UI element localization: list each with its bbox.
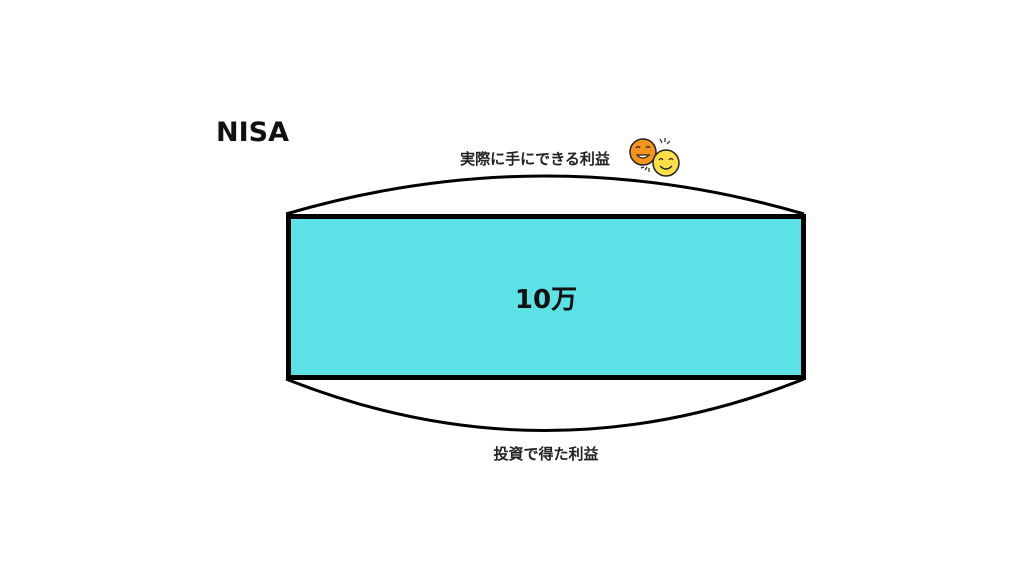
bottom-brace-arc xyxy=(285,377,805,432)
bottom-brace-label: 投資で得た利益 xyxy=(493,445,598,463)
top-brace-label: 実際に手にできる利益 xyxy=(460,150,610,168)
box-value: 10万 xyxy=(515,285,577,315)
top-brace-arc xyxy=(285,174,805,216)
diagram-title: NISA xyxy=(216,117,289,148)
investment-box xyxy=(286,214,806,380)
smiling-faces-icon xyxy=(629,138,680,177)
